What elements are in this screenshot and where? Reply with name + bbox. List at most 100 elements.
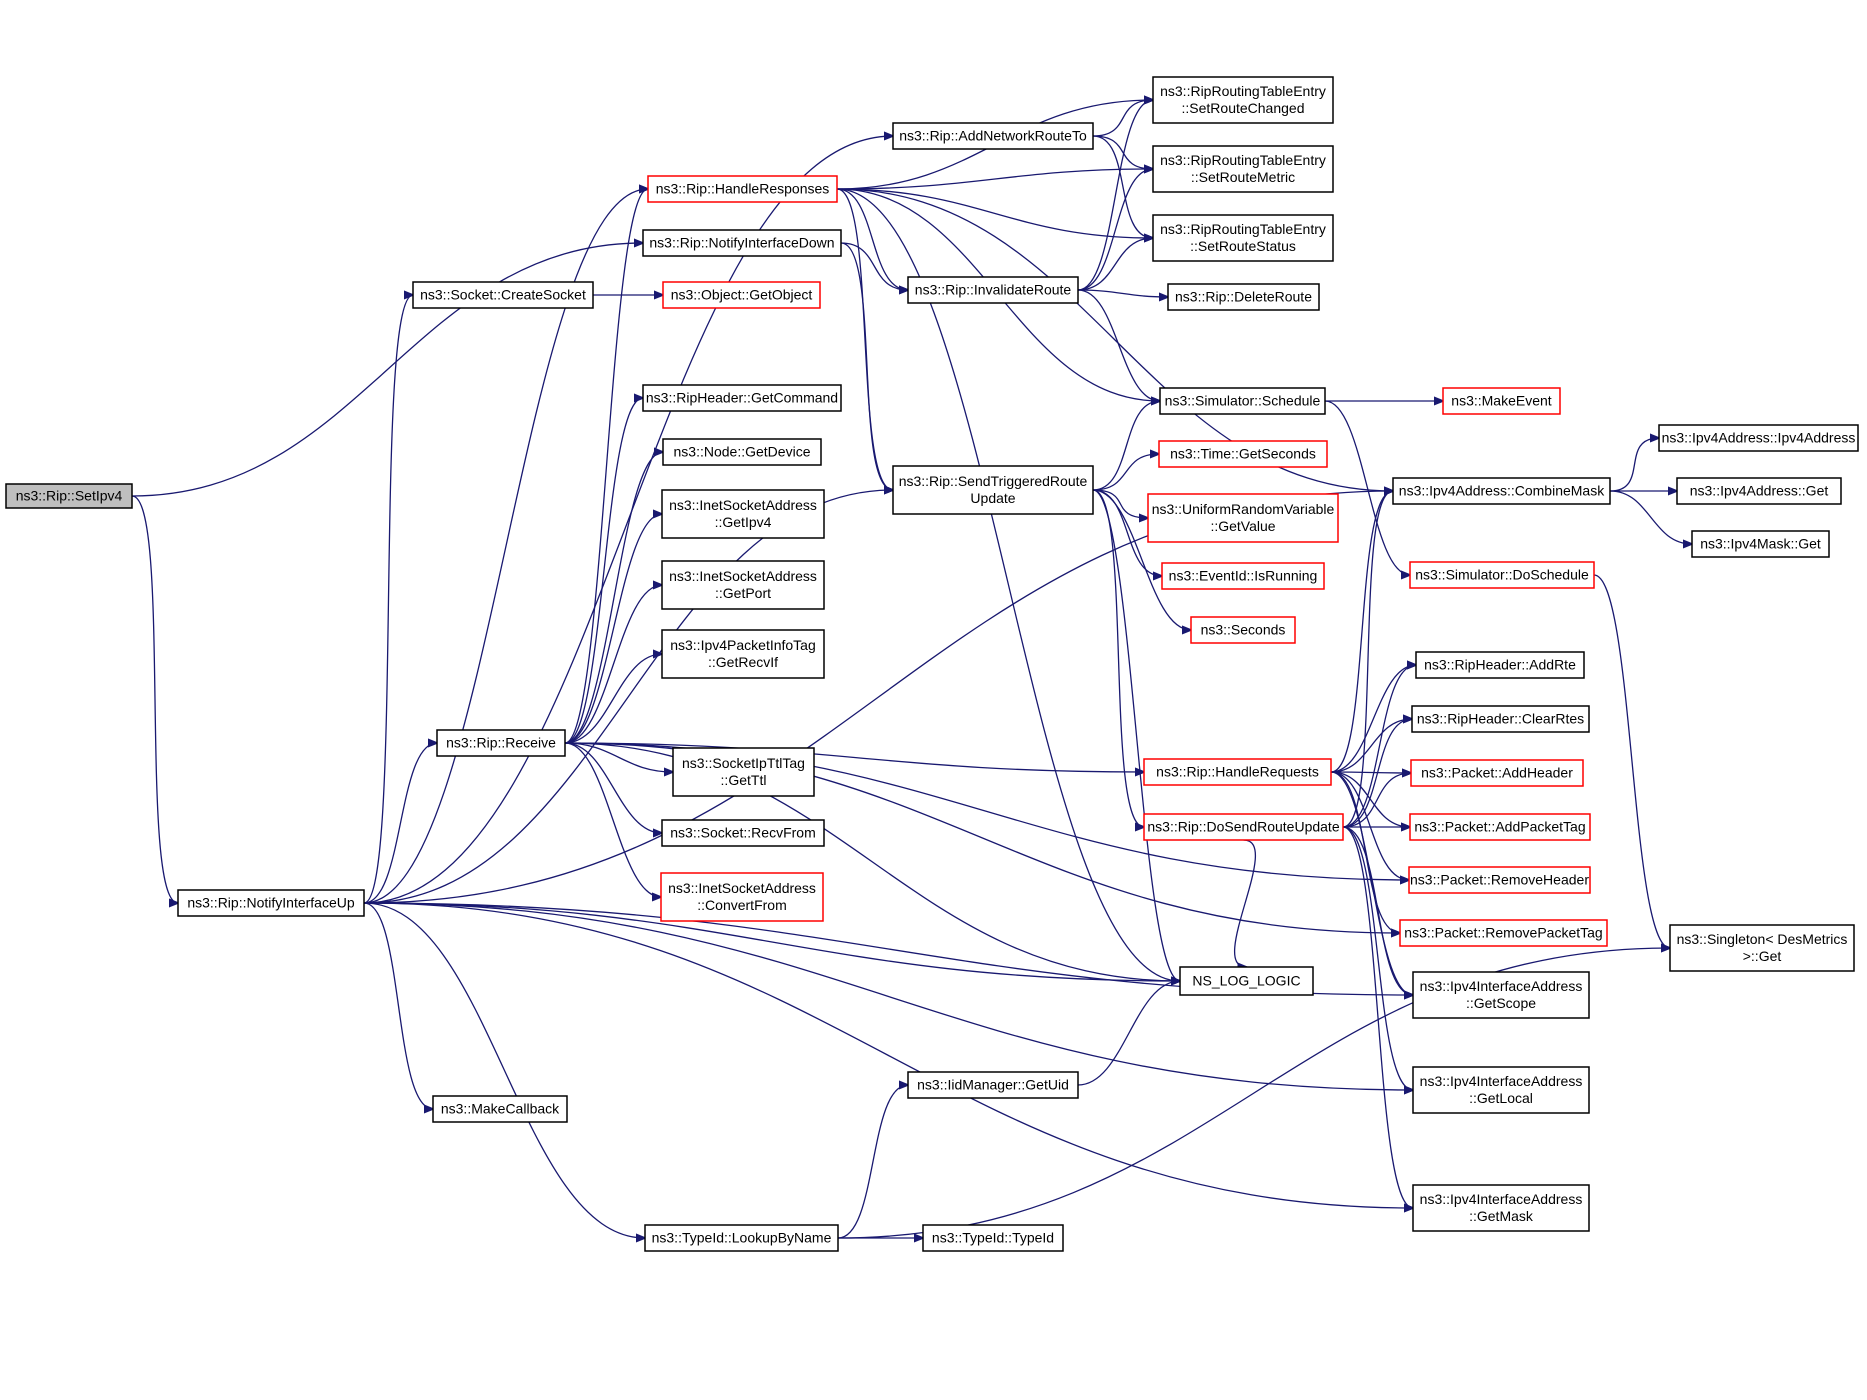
call-edge-path — [1609, 490, 1692, 544]
node-box — [5, 483, 133, 509]
call-edge — [837, 1085, 908, 1239]
node-box — [1412, 1066, 1590, 1114]
graph-node-getlocal[interactable]: ns3::Ipv4InterfaceAddress::GetLocal — [1412, 1066, 1590, 1114]
graph-node-getport[interactable]: ns3::InetSocketAddress::GetPort — [661, 560, 825, 610]
graph-node-getuid[interactable]: ns3::IidManager::GetUid — [907, 1071, 1079, 1099]
node-label: ns3::TypeId::TypeId — [932, 1230, 1054, 1246]
graph-node-dosendroute[interactable]: ns3::Rip::DoSendRouteUpdate — [1143, 813, 1344, 841]
call-edge — [840, 242, 908, 290]
graph-node-removepackettag[interactable]: ns3::Packet::RemovePacketTag — [1399, 919, 1608, 947]
graph-node-seconds[interactable]: ns3::Seconds — [1190, 616, 1296, 644]
graph-node-addpackettag[interactable]: ns3::Packet::AddPacketTag — [1409, 813, 1591, 841]
node-label: ns3::Rip::DeleteRoute — [1175, 289, 1312, 305]
node-label: ns3::Socket::CreateSocket — [420, 287, 586, 303]
graph-node-setipv4[interactable]: ns3::Rip::SetIpv4 — [5, 483, 133, 509]
node-label: ns3::Simulator::DoSchedule — [1415, 567, 1589, 583]
graph-node-getscope[interactable]: ns3::Ipv4InterfaceAddress::GetScope — [1412, 971, 1590, 1019]
call-edge — [363, 491, 1393, 904]
graph-node-getmask[interactable]: ns3::Ipv4InterfaceAddress::GetMask — [1412, 1184, 1590, 1232]
node-box — [1411, 705, 1590, 733]
call-edge — [564, 742, 661, 897]
graph-node-ipv4addressctor[interactable]: ns3::Ipv4Address::Ipv4Address — [1658, 424, 1859, 452]
graph-node-combinemask[interactable]: ns3::Ipv4Address::CombineMask — [1392, 477, 1611, 505]
node-label: ns3::Node::GetDevice — [674, 444, 811, 460]
graph-node-getipv4[interactable]: ns3::InetSocketAddress::GetIpv4 — [661, 489, 825, 539]
call-edge — [1092, 489, 1191, 630]
graph-node-getvalue[interactable]: ns3::UniformRandomVariable::GetValue — [1147, 493, 1339, 543]
graph-node-notifydown[interactable]: ns3::Rip::NotifyInterfaceDown — [642, 229, 842, 257]
graph-node-deleteroute[interactable]: ns3::Rip::DeleteRoute — [1167, 283, 1320, 311]
call-edge-path — [1330, 719, 1412, 773]
graph-node-setroutemetric[interactable]: ns3::RipRoutingTableEntry::SetRouteMetri… — [1152, 145, 1334, 193]
node-label: ::GetLocal — [1469, 1090, 1533, 1106]
node-box — [922, 1224, 1064, 1252]
call-edge-path — [1077, 238, 1153, 291]
call-edge — [1234, 839, 1256, 967]
graph-node-receive[interactable]: ns3::Rip::Receive — [436, 729, 566, 757]
graph-node-lookupbyname[interactable]: ns3::TypeId::LookupByName — [644, 1224, 839, 1252]
edge-layer — [131, 100, 1692, 1239]
graph-node-convertfrom[interactable]: ns3::InetSocketAddress::ConvertFrom — [660, 872, 824, 922]
call-edge-path — [1330, 491, 1393, 773]
graph-node-getseconds[interactable]: ns3::Time::GetSeconds — [1158, 440, 1328, 468]
graph-node-setroutestatus[interactable]: ns3::RipRoutingTableEntry::SetRouteStatu… — [1152, 214, 1334, 262]
node-label: ns3::RipRoutingTableEntry — [1160, 152, 1326, 168]
node-label: ::ConvertFrom — [697, 897, 786, 913]
node-box — [1409, 813, 1591, 841]
node-label: ns3::Socket::RecvFrom — [670, 825, 816, 841]
graph-node-getdevice[interactable]: ns3::Node::GetDevice — [662, 438, 822, 466]
graph-node-addheader[interactable]: ns3::Packet::AddHeader — [1410, 759, 1584, 787]
call-edge-path — [1330, 771, 1409, 880]
graph-node-ipv4addressget[interactable]: ns3::Ipv4Address::Get — [1676, 477, 1842, 505]
call-edge — [564, 742, 673, 772]
call-edge — [131, 495, 178, 903]
node-label: ns3::Rip::SetIpv4 — [16, 488, 123, 504]
node-label: ns3::Rip::Receive — [446, 735, 556, 751]
graph-node-isrunning[interactable]: ns3::EventId::IsRunning — [1161, 562, 1325, 590]
call-edge-path — [1092, 489, 1180, 981]
node-box — [436, 729, 566, 757]
call-edge-path — [363, 491, 1393, 904]
graph-node-ipv4maskget[interactable]: ns3::Ipv4Mask::Get — [1691, 530, 1830, 558]
call-edge — [836, 188, 908, 290]
graph-node-createsocket[interactable]: ns3::Socket::CreateSocket — [412, 281, 594, 309]
call-edge — [1330, 771, 1413, 995]
graph-node-typeid[interactable]: ns3::TypeId::TypeId — [922, 1224, 1064, 1252]
call-edge — [1077, 238, 1153, 291]
graph-node-clearrtes[interactable]: ns3::RipHeader::ClearRtes — [1411, 705, 1590, 733]
call-edge-path — [1609, 438, 1659, 492]
graph-node-recvfrom[interactable]: ns3::Socket::RecvFrom — [661, 819, 825, 847]
graph-node-invalidateroute[interactable]: ns3::Rip::InvalidateRoute — [907, 276, 1079, 304]
call-edge — [564, 742, 662, 833]
graph-node-nslog[interactable]: NS_LOG_LOGIC — [1179, 966, 1314, 996]
node-label: ns3::RipHeader::GetCommand — [646, 390, 838, 406]
graph-node-getttl[interactable]: ns3::SocketIpTtlTag::GetTtl — [672, 747, 815, 797]
call-edge-path — [564, 742, 662, 833]
call-edge-path — [1092, 489, 1148, 518]
call-edge-path — [1077, 981, 1180, 1086]
graph-node-addrte[interactable]: ns3::RipHeader::AddRte — [1415, 651, 1585, 679]
graph-node-addnetworkroute[interactable]: ns3::Rip::AddNetworkRouteTo — [892, 122, 1094, 150]
graph-node-removeheader[interactable]: ns3::Packet::RemoveHeader — [1408, 866, 1591, 894]
graph-node-makecallback[interactable]: ns3::MakeCallback — [432, 1095, 568, 1123]
graph-node-getrecvif[interactable]: ns3::Ipv4PacketInfoTag::GetRecvIf — [661, 629, 825, 679]
graph-node-schedule[interactable]: ns3::Simulator::Schedule — [1159, 387, 1326, 415]
node-layer: ns3::Rip::SetIpv4ns3::Rip::NotifyInterfa… — [5, 76, 1859, 1252]
call-edge — [1609, 438, 1659, 492]
node-box — [1152, 145, 1334, 193]
call-edge — [1342, 719, 1412, 828]
graph-node-setroutechanged[interactable]: ns3::RipRoutingTableEntry::SetRouteChang… — [1152, 76, 1334, 124]
graph-node-makeevent[interactable]: ns3::MakeEvent — [1442, 387, 1561, 415]
node-label: ::GetMask — [1469, 1208, 1534, 1224]
graph-node-getobject[interactable]: ns3::Object::GetObject — [662, 281, 821, 309]
graph-node-handleresponses[interactable]: ns3::Rip::HandleResponses — [647, 175, 838, 203]
graph-node-handlerequests[interactable]: ns3::Rip::HandleRequests — [1143, 758, 1332, 786]
graph-node-singletonget[interactable]: ns3::Singleton< DesMetrics >::Get — [1669, 924, 1855, 972]
graph-node-notifyup[interactable]: ns3::Rip::NotifyInterfaceUp — [177, 889, 365, 917]
node-box — [1409, 561, 1595, 589]
graph-node-doschedule[interactable]: ns3::Simulator::DoSchedule — [1409, 561, 1595, 589]
call-edge — [363, 189, 648, 904]
call-edge — [1077, 289, 1168, 297]
graph-node-getcommand[interactable]: ns3::RipHeader::GetCommand — [642, 384, 842, 412]
